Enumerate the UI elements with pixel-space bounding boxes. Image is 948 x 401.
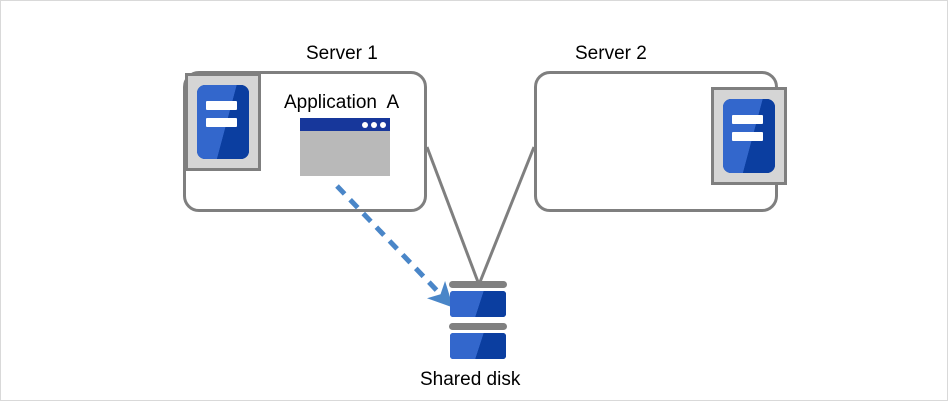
server-icon-bar-top bbox=[206, 100, 237, 111]
server-icon-body bbox=[723, 99, 775, 173]
server2-title: Server 2 bbox=[575, 43, 647, 64]
server-machine-icon bbox=[185, 73, 261, 171]
server1-title: Server 1 bbox=[306, 43, 378, 64]
disk-cap bbox=[449, 281, 507, 288]
disk-cap bbox=[449, 323, 507, 330]
shared-disk-label: Shared disk bbox=[420, 369, 521, 390]
arrow-application-a-to-disk bbox=[335, 184, 454, 308]
application-window-body bbox=[300, 131, 390, 176]
disk-sheen bbox=[450, 291, 506, 317]
connector-server1-to-disk bbox=[425, 146, 480, 283]
disk-sheen bbox=[450, 333, 506, 359]
window-dot-2 bbox=[371, 121, 377, 128]
server-icon-bar-bottom bbox=[732, 131, 763, 142]
shared-disk-icon bbox=[449, 281, 507, 361]
window-dot-1 bbox=[362, 121, 368, 128]
application-window-titlebar bbox=[300, 118, 390, 131]
disk-body bbox=[450, 333, 506, 359]
connector-server2-to-disk bbox=[478, 146, 536, 283]
application-window-icon bbox=[300, 118, 390, 176]
disk-body bbox=[450, 291, 506, 317]
server-icon-bar-top bbox=[732, 114, 763, 125]
server-machine-icon bbox=[711, 87, 787, 185]
server-icon-bar-bottom bbox=[206, 117, 237, 128]
window-dot-3 bbox=[380, 121, 386, 128]
application-a-label: Application A bbox=[284, 92, 400, 113]
server1-box bbox=[183, 71, 427, 212]
server-icon-body bbox=[197, 85, 249, 159]
